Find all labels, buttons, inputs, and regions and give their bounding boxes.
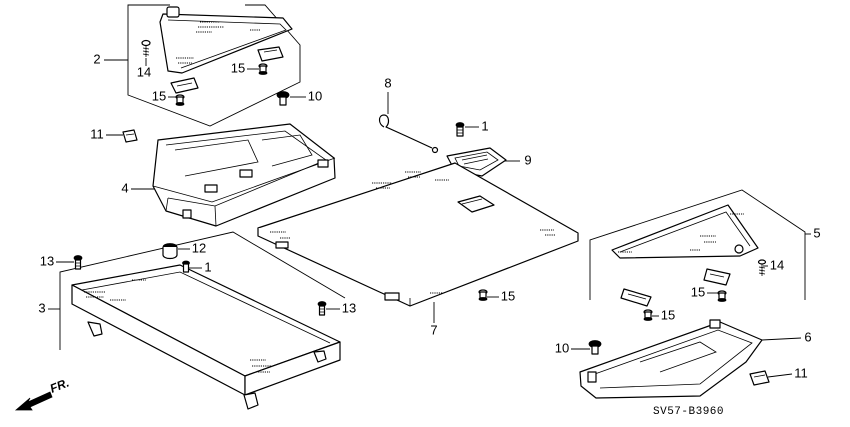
- screw-1-upper: [455, 122, 465, 137]
- callout-12: 12: [192, 240, 206, 255]
- callout-15-upper-right: 15: [231, 60, 245, 75]
- diagram-code: SV57-B3960: [653, 406, 724, 418]
- screw-14-right: [757, 259, 767, 276]
- clip-15-floor: [478, 289, 488, 301]
- clip-15-right-upper: [717, 290, 727, 302]
- group-3-outline: [59, 231, 346, 350]
- retainer-bracket-right-lower: [620, 288, 652, 307]
- callout-1-upper: 1: [481, 118, 488, 133]
- callout-15-right-lower: 15: [661, 307, 675, 322]
- retainer-bracket-upper-left: [170, 77, 199, 94]
- front-direction-arrow-icon: FR.: [14, 376, 71, 411]
- clip-15-upper-left: [175, 94, 185, 106]
- callout-14-right: 14: [770, 257, 784, 272]
- support-rod-8: [378, 114, 439, 154]
- callout-4: 4: [121, 180, 128, 195]
- callout-8: 8: [384, 75, 391, 90]
- trim-board-3: [71, 264, 341, 410]
- clip-11-lower: [749, 370, 770, 386]
- callout-13-left: 13: [40, 253, 54, 268]
- callout-1-lower: 1: [204, 259, 211, 274]
- screw-13-left: [73, 255, 83, 270]
- clip-15-right-lower: [643, 309, 653, 321]
- callout-14-upper: 14: [137, 64, 151, 79]
- screw-14-upper: [141, 39, 151, 57]
- callout-15-floor: 15: [501, 288, 515, 303]
- trim-panel-5: [611, 204, 759, 259]
- screw-13-right: [317, 301, 327, 316]
- trim-panel-2: [159, 6, 293, 74]
- callout-10-lower: 10: [555, 340, 569, 355]
- callout-9: 9: [524, 152, 531, 167]
- push-clip-10-upper: [276, 91, 290, 106]
- callout-10-upper: 10: [308, 88, 322, 103]
- storage-tray-4: [152, 123, 336, 227]
- group-2-outline: [127, 4, 301, 127]
- retainer-bracket-upper-right: [257, 46, 284, 62]
- clip-11-upper: [122, 129, 138, 143]
- screw-1-lower: [182, 260, 190, 273]
- retainer-bracket-right-upper: [703, 268, 731, 286]
- cap-12: [162, 243, 178, 260]
- callout-15-right-upper: 15: [691, 284, 705, 299]
- callout-13-right: 13: [342, 300, 356, 315]
- floor-board-7: [257, 162, 579, 307]
- callout-11-lower: 11: [794, 365, 808, 380]
- callout-2: 2: [93, 51, 100, 66]
- front-direction-label: FR.: [48, 376, 71, 396]
- callout-5: 5: [813, 225, 820, 240]
- clip-15-upper-right: [258, 63, 268, 75]
- callout-labels: 2 14 15 15 10 8 1 11 9 4 5 12 13 1 14 3 …: [38, 51, 820, 380]
- callout-3: 3: [38, 300, 45, 315]
- callout-15-upper-left: 15: [152, 88, 166, 103]
- callout-7: 7: [430, 322, 437, 337]
- callout-11-upper: 11: [90, 126, 104, 141]
- push-clip-10-lower: [588, 340, 602, 355]
- leader-lines: [48, 58, 811, 378]
- group-5-outline: [589, 189, 806, 300]
- callout-6: 6: [804, 329, 811, 344]
- storage-tray-6: [579, 319, 763, 399]
